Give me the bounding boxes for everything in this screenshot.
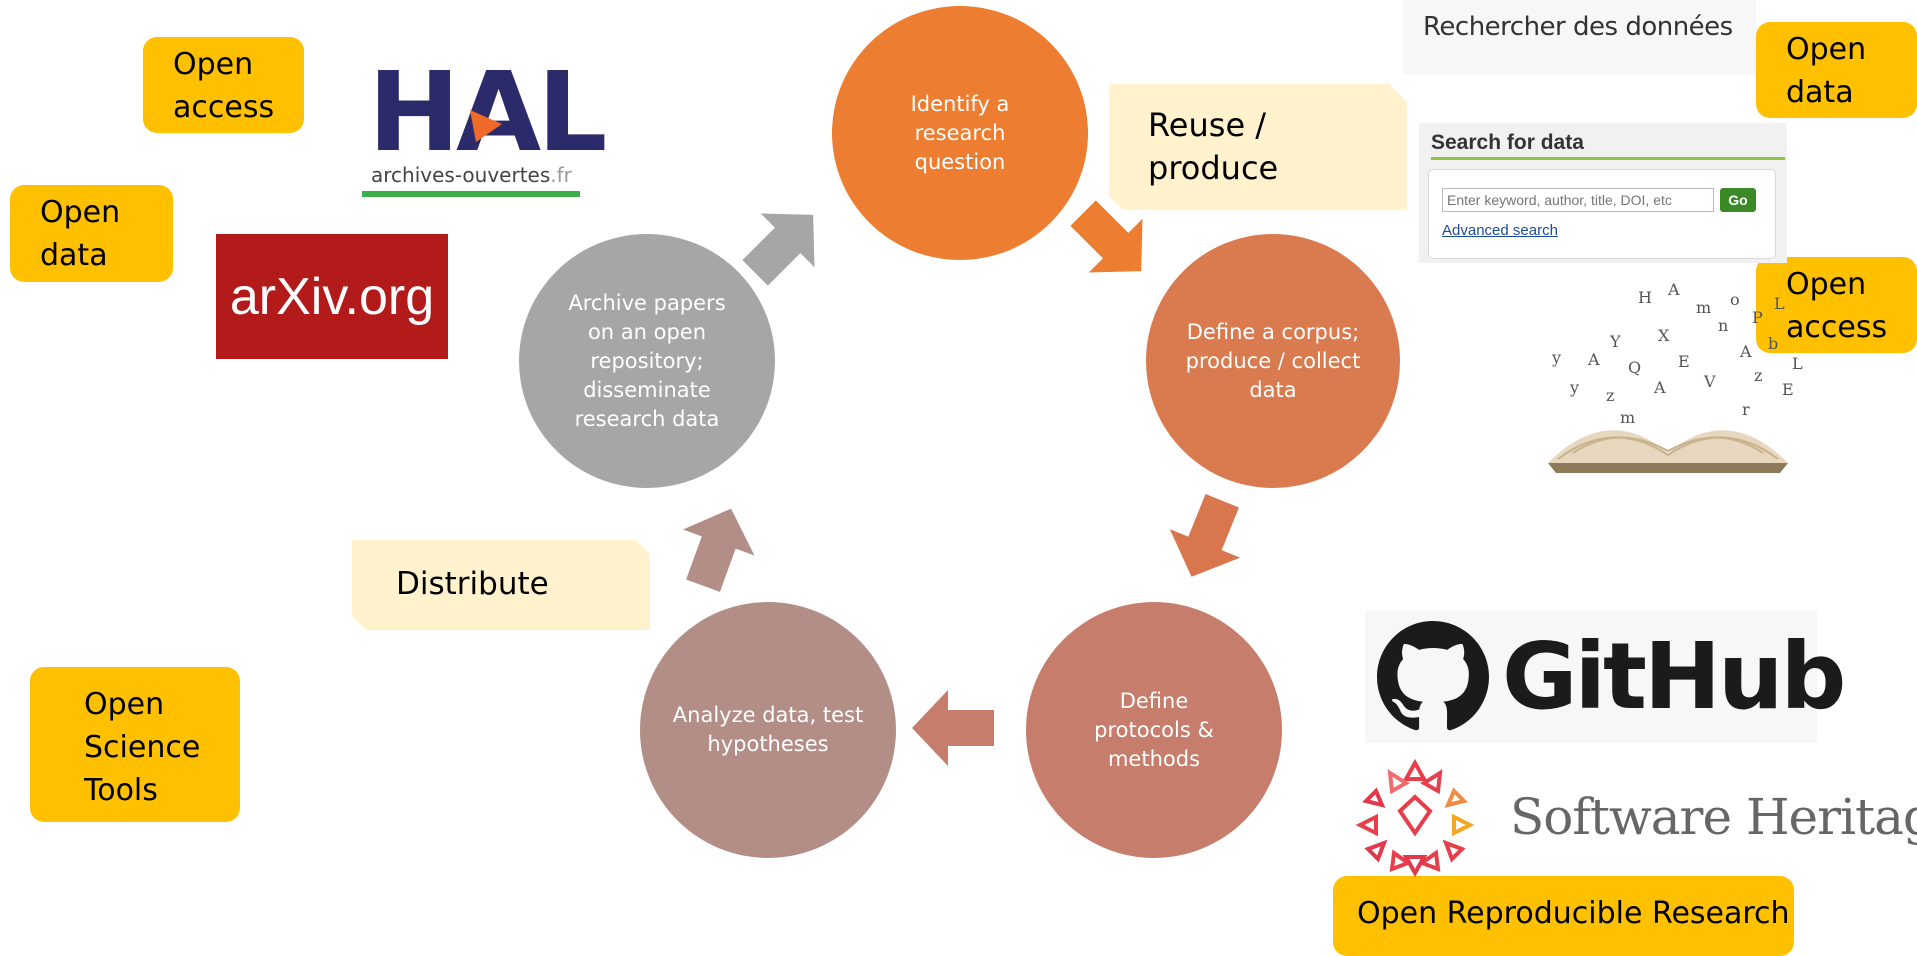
svg-text:m: m <box>1620 408 1635 427</box>
svg-text:y: y <box>1551 348 1561 367</box>
svg-text:E: E <box>1782 380 1794 399</box>
hal-logo-subtitle: archives-ouvertes.fr <box>371 163 572 187</box>
analyze-data-node: Analyze data, test hypotheses <box>640 602 896 858</box>
arrow-identify-to-corpus <box>1070 200 1143 273</box>
hal-triangle-icon <box>470 110 502 142</box>
define-corpus-label: Define a corpus; produce / collect data <box>1185 319 1361 402</box>
open-access-tag-right: Open access <box>1756 257 1917 353</box>
arxiv-logo-text: arXiv.org <box>229 267 435 326</box>
search-for-data-title: Search for data <box>1431 131 1584 154</box>
svg-text:A: A <box>1667 280 1680 299</box>
open-data-tag-left: Open data <box>10 185 173 282</box>
svg-text:z: z <box>1754 366 1762 385</box>
archive-papers-node: Archive papers on an open repository; di… <box>519 234 775 488</box>
hal-underline <box>362 191 580 197</box>
define-corpus-node: Define a corpus; produce / collect data <box>1146 234 1400 488</box>
book-pages <box>1548 430 1788 473</box>
arrow-analyze-to-archive <box>683 508 755 592</box>
reuse-produce-note: Reuse / produce <box>1109 84 1407 210</box>
svg-text:A: A <box>1739 342 1752 361</box>
github-octocat-icon <box>1377 621 1489 731</box>
protocols-label: Define protocols & methods <box>1094 688 1214 771</box>
svg-text:o: o <box>1730 290 1740 309</box>
svg-text:V: V <box>1703 372 1716 391</box>
open-reproducible-research-tag: Open Reproducible Research <box>1333 876 1794 956</box>
svg-text:E: E <box>1678 352 1690 371</box>
arrow-protocols-to-analyze <box>912 690 994 766</box>
svg-text:P: P <box>1752 308 1763 327</box>
identify-label: Identify a research question <box>910 91 1010 174</box>
arrow-corpus-to-protocols <box>1169 494 1241 577</box>
define-protocols-node: Define protocols & methods <box>1026 602 1282 858</box>
data-portal-header: Rechercher des données <box>1403 0 1756 74</box>
distribute-note: Distribute <box>352 540 650 630</box>
svg-text:X: X <box>1658 326 1670 345</box>
svg-text:Q: Q <box>1628 358 1641 377</box>
open-data-tag-right: Open data <box>1756 22 1917 118</box>
software-heritage-icon <box>1355 758 1475 878</box>
svg-text:n: n <box>1718 316 1728 335</box>
hal-sub-suffix: .fr <box>550 163 572 187</box>
svg-text:y: y <box>1569 378 1579 397</box>
search-for-data-panel: Search for data Go Advanced search <box>1419 123 1787 263</box>
archive-label: Archive papers on an open repository; di… <box>568 290 726 431</box>
svg-text:A: A <box>1587 350 1600 369</box>
svg-text:A: A <box>1653 378 1666 397</box>
svg-text:Y: Y <box>1609 332 1621 351</box>
search-box: Go Advanced search <box>1428 169 1776 259</box>
svg-text:r: r <box>1742 400 1750 419</box>
svg-text:z: z <box>1606 386 1614 405</box>
open-access-tag-top-left: Open access <box>143 37 304 133</box>
svg-text:H: H <box>1638 288 1652 307</box>
analyze-label: Analyze data, test hypotheses <box>672 703 864 756</box>
software-heritage-text: Software Heritage <box>1510 788 1917 846</box>
arrow-archive-to-identify <box>742 213 815 286</box>
go-button[interactable]: Go <box>1720 188 1756 212</box>
svg-text:m: m <box>1696 298 1711 317</box>
arxiv-logo: arXiv.org <box>216 234 448 359</box>
data-portal-title: Rechercher des données <box>1423 12 1733 42</box>
svg-text:L: L <box>1774 294 1785 313</box>
reuse-produce-text: Reuse / produce <box>1148 106 1279 187</box>
hal-logo-text: HAL <box>368 48 607 176</box>
hal-logo: HAL archives-ouvertes.fr <box>362 52 607 197</box>
github-logo-text: GitHub <box>1502 623 1846 730</box>
advanced-search-link[interactable]: Advanced search <box>1442 222 1558 239</box>
svg-text:b: b <box>1768 334 1778 353</box>
hal-sub-main: archives-ouvertes <box>371 163 551 187</box>
search-input[interactable] <box>1442 188 1714 212</box>
svg-text:L: L <box>1792 354 1803 373</box>
github-logo: GitHub <box>1365 611 1846 743</box>
identify-research-question-node: Identify a research question <box>832 6 1088 260</box>
open-science-tools-tag: Open Science Tools <box>30 667 240 822</box>
distribute-text: Distribute <box>396 566 549 602</box>
search-title-underline <box>1431 157 1785 160</box>
